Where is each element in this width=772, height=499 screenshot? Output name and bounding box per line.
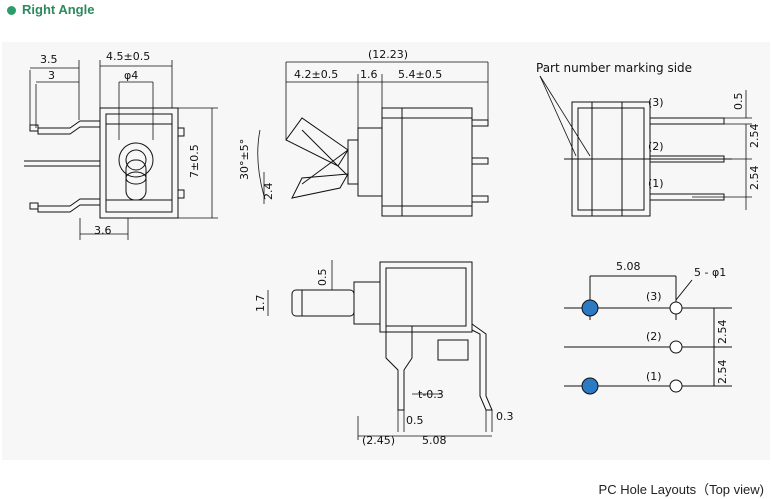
caption: PC Hole Layouts（Top view) (598, 482, 764, 497)
dim-label: 0.5 (406, 414, 424, 427)
dim-label: 3 (48, 69, 55, 82)
bullet-icon (7, 6, 16, 15)
front-view (24, 107, 185, 219)
pin-label: (3) (648, 96, 664, 109)
note-label: Part number marking side (536, 61, 692, 75)
highlighted-holes (581, 299, 599, 395)
section-header: Right Angle (0, 0, 772, 22)
section-title: Right Angle (22, 2, 95, 17)
dim-label: 5.4±0.5 (398, 68, 442, 81)
dim-label: 5 - φ1 (694, 266, 726, 279)
dim-label: 2.54 (716, 320, 729, 345)
dim-label: 30°±5° (238, 139, 251, 180)
dim-label: 2.4 (262, 183, 275, 201)
dim-label: 1.6 (360, 68, 378, 81)
dim-label: 0.5 (316, 269, 329, 287)
dim-label: 7±0.5 (188, 144, 201, 178)
hole-layout (564, 275, 732, 393)
dim-label: (2.45) (362, 434, 395, 447)
dim-label: 5.08 (616, 260, 641, 273)
dim-label: 2.54 (748, 124, 761, 149)
bottom-side-view (291, 261, 493, 411)
pin-label: (1) (646, 370, 662, 383)
dim-label: 3.5 (40, 53, 58, 66)
pin-label: (1) (648, 177, 664, 190)
pin-label: (2) (646, 330, 662, 343)
dim-label: 2.54 (716, 360, 729, 385)
dim-label: 5.08 (422, 434, 447, 447)
dim-label: 0.3 (496, 410, 514, 423)
drawing-panel: 3.5 3 4.5±0.5 φ4 7±0.5 3.6 (12.23) 4.2±0… (2, 42, 770, 460)
dim-label: 4.2±0.5 (294, 68, 338, 81)
pin-label: (2) (648, 140, 664, 153)
hole-highlight (581, 299, 599, 317)
hole-highlight (581, 377, 599, 395)
dim-label: φ4 (124, 69, 138, 82)
dim-label: 3.6 (94, 224, 112, 237)
dim-label: t-0.3 (418, 388, 444, 401)
pin-label: (3) (646, 290, 662, 303)
dim-label: 0.5 (732, 93, 745, 111)
side-view (285, 107, 489, 217)
dim-label: 1.7 (254, 295, 267, 313)
technical-drawing: 3.5 3 4.5±0.5 φ4 7±0.5 3.6 (12.23) 4.2±0… (24, 48, 761, 447)
dim-label: 2.54 (748, 166, 761, 191)
dim-label: 4.5±0.5 (106, 50, 150, 63)
dim-label: (12.23) (368, 48, 408, 61)
